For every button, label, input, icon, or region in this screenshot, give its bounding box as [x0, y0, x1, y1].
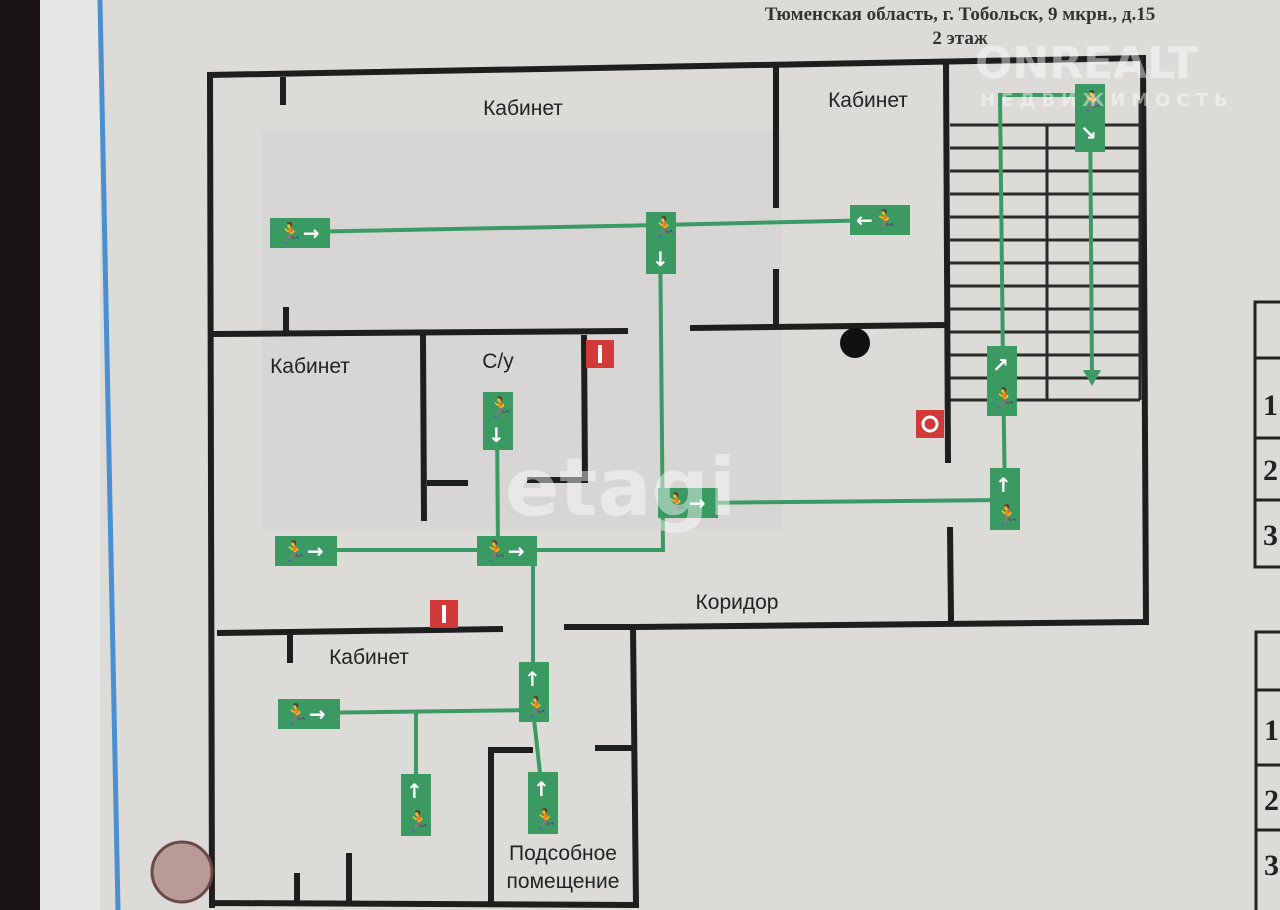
- exit-sign-bottom-1: ↑🏃: [401, 774, 431, 836]
- walls: [206, 54, 1150, 909]
- svg-text:3: 3: [1264, 849, 1279, 882]
- svg-text:2: 2: [1264, 784, 1279, 817]
- svg-text:🏃→: 🏃→: [278, 221, 320, 245]
- frame-mat: [40, 0, 100, 910]
- exit-sign-left-office: 🏃→: [275, 536, 337, 566]
- legend-table-1: 1 2 3: [1253, 300, 1280, 569]
- you-are-here-marker: [840, 328, 870, 358]
- exit-sign-wc: 🏃↓: [483, 392, 513, 450]
- exit-sign-bottom-2: ↑🏃: [528, 772, 558, 834]
- exit-sign-up: ↑🏃: [990, 468, 1020, 530]
- legend-table-2: 1 2 3: [1254, 630, 1280, 910]
- room-label: С/у: [482, 350, 514, 373]
- exit-sign-arrow-right: 🏃→: [270, 218, 330, 248]
- room-label: Кабинет: [270, 355, 350, 378]
- svg-text:🏃→: 🏃→: [282, 539, 324, 563]
- room-label: Кабинет: [828, 89, 908, 112]
- staircase: [950, 100, 1142, 402]
- svg-text:🏃→: 🏃→: [483, 539, 525, 563]
- svg-text:↓: ↓: [652, 247, 669, 271]
- fire-hydrant-icon: [916, 410, 944, 438]
- exit-sign-stairs-up: ↗🏃: [987, 346, 1017, 416]
- watermark-brand-sub: НЕДВИЖИМОСТЬ: [980, 90, 1234, 111]
- room-label: помещение: [507, 870, 620, 893]
- room-label: Кабинет: [483, 97, 563, 120]
- svg-text:🏃: 🏃: [652, 215, 677, 239]
- watermark-etagi: etagi: [505, 441, 736, 534]
- svg-text:🏃→: 🏃→: [664, 491, 706, 515]
- address-text: Тюменская область, г. Тобольск, 9 мкрн.,…: [765, 4, 1156, 25]
- svg-text:↑: ↑: [524, 667, 541, 691]
- watermark-brand: ONREALT: [975, 38, 1198, 89]
- svg-text:2: 2: [1263, 454, 1278, 487]
- svg-text:↑: ↑: [533, 777, 550, 801]
- room-label: Коридор: [696, 591, 779, 614]
- svg-text:↑: ↑: [995, 473, 1012, 497]
- svg-text:1: 1: [1264, 714, 1279, 747]
- blue-border-line: [97, 0, 121, 910]
- svg-text:↘: ↘: [1080, 121, 1097, 145]
- exit-sign-stairs-down: 🏃↘: [1075, 84, 1105, 152]
- svg-text:3: 3: [1263, 519, 1278, 552]
- exit-sign-arrow-down: 🏃↓: [646, 212, 677, 274]
- room-label: Подсобное: [509, 842, 617, 865]
- room-label: Кабинет: [329, 646, 409, 669]
- svg-text:↑: ↑: [406, 779, 423, 803]
- svg-text:🏃→: 🏃→: [284, 702, 326, 726]
- exit-sign-corridor: 🏃→: [658, 488, 718, 518]
- svg-text:🏃: 🏃: [533, 807, 558, 831]
- svg-text:↗: ↗: [992, 353, 1009, 377]
- svg-text:🏃: 🏃: [406, 809, 431, 833]
- svg-text:🏃: 🏃: [995, 503, 1020, 527]
- svg-text:🏃: 🏃: [1080, 89, 1105, 113]
- svg-text:1: 1: [1263, 389, 1278, 422]
- picture-frame: [0, 0, 40, 910]
- exit-sign-arrow-left: ←🏃: [850, 205, 910, 235]
- exit-sign-junction: ↑🏃: [519, 662, 549, 722]
- exit-sign-bottom-office: 🏃→: [278, 699, 340, 729]
- svg-text:🏃: 🏃: [488, 395, 513, 419]
- floor-text: 2 этаж: [932, 28, 988, 49]
- svg-text:↓: ↓: [488, 423, 505, 447]
- svg-text:←🏃: ←🏃: [856, 208, 898, 232]
- fire-service-emblem: [150, 840, 214, 904]
- svg-text:🏃: 🏃: [524, 695, 549, 719]
- svg-text:🏃: 🏃: [992, 386, 1017, 410]
- exit-sign-mid: 🏃→: [477, 536, 537, 566]
